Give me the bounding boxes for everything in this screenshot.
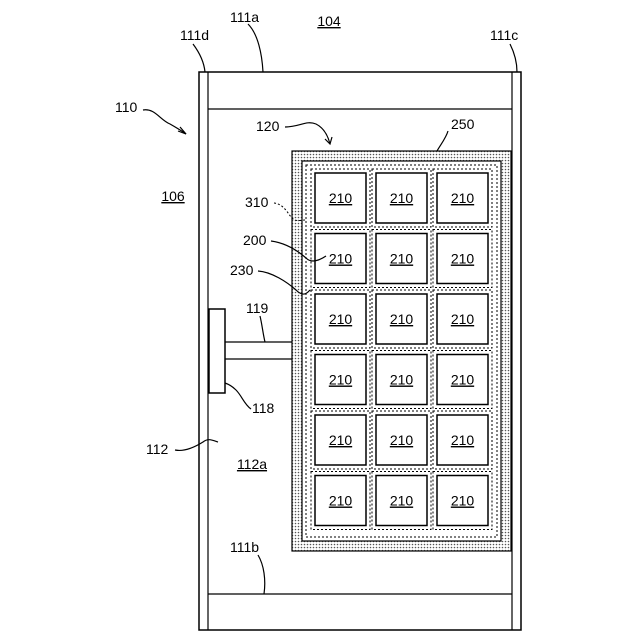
label-106: 106 [161, 188, 185, 204]
leader-111c [510, 44, 517, 72]
label-118: 118 [252, 400, 275, 416]
label-110: 110 [115, 99, 138, 115]
label-310: 310 [245, 194, 269, 210]
cell-label: 210 [451, 251, 475, 267]
cell-1-2: 210 [372, 169, 431, 227]
cell-label: 210 [329, 311, 353, 327]
cell-3-1: 210 [311, 290, 370, 348]
panel: 210 210 210 210 210 210 210 210 210 210 210 210 210 2… [292, 151, 511, 551]
cell-3-3: 210 [433, 290, 492, 348]
cell-label: 210 [390, 432, 414, 448]
cell-label: 210 [390, 311, 414, 327]
label-111c: 111c [490, 27, 518, 43]
label-230: 230 [230, 262, 254, 278]
label-111b: 111b [230, 539, 259, 555]
cell-label: 210 [451, 432, 475, 448]
label-250: 250 [451, 116, 475, 132]
leader-111d [193, 44, 205, 72]
label-120: 120 [256, 118, 280, 134]
cell-2-2: 210 [372, 230, 431, 288]
cell-6-1: 210 [311, 472, 370, 530]
leader-110-arrowhead [178, 127, 186, 134]
cell-2-3: 210 [433, 230, 492, 288]
cell-label: 210 [390, 372, 414, 388]
cell-label: 210 [390, 190, 414, 206]
cell-4-3: 210 [433, 351, 492, 409]
label-119: 119 [246, 300, 269, 316]
cell-6-2: 210 [372, 472, 431, 530]
label-112a: 112a [237, 456, 267, 472]
label-200: 200 [243, 232, 267, 248]
cell-label: 210 [451, 493, 475, 509]
leader-111a [248, 24, 263, 72]
cell-label: 210 [329, 432, 353, 448]
cell-label: 210 [390, 251, 414, 267]
label-111a: 111a [230, 9, 259, 25]
cell-2-1: 210 [311, 230, 370, 288]
cell-label: 210 [451, 311, 475, 327]
cell-1-1: 210 [311, 169, 370, 227]
label-111d: 111d [180, 27, 209, 43]
cell-4-1: 210 [311, 351, 370, 409]
cell-label: 210 [329, 372, 353, 388]
cell-label: 210 [329, 493, 353, 509]
cell-label: 210 [329, 251, 353, 267]
cell-label: 210 [451, 372, 475, 388]
cell-5-3: 210 [433, 411, 492, 469]
label-112: 112 [146, 441, 169, 457]
cell-label: 210 [390, 493, 414, 509]
leader-110 [143, 110, 186, 134]
cell-label: 210 [451, 190, 475, 206]
cell-4-2: 210 [372, 351, 431, 409]
cell-6-3: 210 [433, 472, 492, 530]
cell-label: 210 [329, 190, 353, 206]
cell-5-2: 210 [372, 411, 431, 469]
cell-3-2: 210 [372, 290, 431, 348]
cell-5-1: 210 [311, 411, 370, 469]
cell-1-3: 210 [433, 169, 492, 227]
mount-block [209, 309, 225, 393]
label-104: 104 [317, 13, 341, 29]
